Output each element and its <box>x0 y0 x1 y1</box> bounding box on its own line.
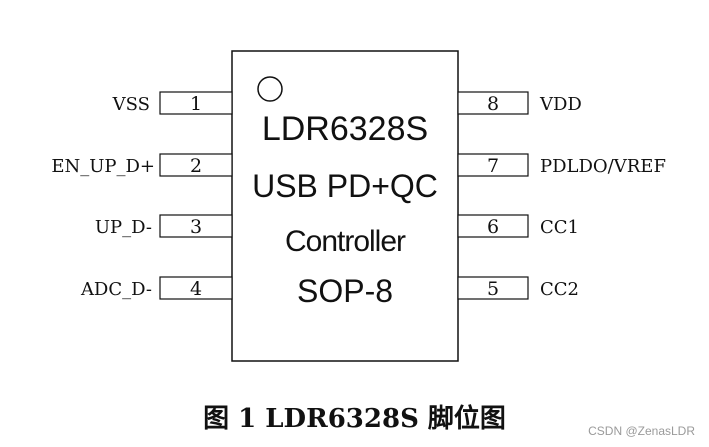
chip-package-label: SOP-8 <box>297 273 393 309</box>
pin-6-name: CC1 <box>540 217 579 238</box>
pin-7-name: PDLDO/VREF <box>540 156 666 177</box>
pin-5-box <box>457 276 529 300</box>
pin-3-box <box>159 214 233 238</box>
csdn-watermark: CSDN @ZenasLDR <box>588 424 695 438</box>
chip-function-label: Controller <box>285 225 406 258</box>
pin-1-number: 1 <box>190 93 202 115</box>
pin-7: 7 PDLDO/VREF <box>457 153 666 177</box>
pin-2-box <box>159 153 233 177</box>
pin-8-number: 8 <box>487 93 499 115</box>
pin-1: 1 VSS <box>112 91 233 115</box>
pin-3-number: 3 <box>190 216 202 238</box>
pin-7-number: 7 <box>487 155 499 177</box>
pin-3-name: UP_D- <box>95 217 152 238</box>
pin-1-box <box>159 91 233 115</box>
pin-8: 8 VDD <box>457 91 582 115</box>
pin-6-box <box>457 214 529 238</box>
pin-2: 2 EN_UP_D+ <box>51 153 233 177</box>
pin-7-box <box>457 153 529 177</box>
pin1-marker-circle <box>257 76 283 102</box>
pin-6: 6 CC1 <box>457 214 579 238</box>
pin-3: 3 UP_D- <box>95 214 233 238</box>
figure-caption: 图 1 LDR6328S 脚位图 <box>203 404 506 434</box>
pin-1-name: VSS <box>112 94 150 115</box>
chip-type-label: USB PD+QC <box>252 168 438 204</box>
pin-2-number: 2 <box>190 155 202 177</box>
pin-8-name: VDD <box>539 94 582 115</box>
pin-4-name: ADC_D- <box>80 279 152 300</box>
chip-part-label: LDR6328S <box>262 110 428 148</box>
pin-8-box <box>457 91 529 115</box>
chip-body <box>231 50 459 362</box>
pin-5-number: 5 <box>487 278 499 300</box>
pin-5-name: CC2 <box>540 279 579 300</box>
pin-4: 4 ADC_D- <box>80 276 233 300</box>
pin-5: 5 CC2 <box>457 276 579 300</box>
pin-4-number: 4 <box>190 278 202 300</box>
pin-6-number: 6 <box>487 216 499 238</box>
pin-4-box <box>159 276 233 300</box>
pin-2-name: EN_UP_D+ <box>51 156 155 177</box>
